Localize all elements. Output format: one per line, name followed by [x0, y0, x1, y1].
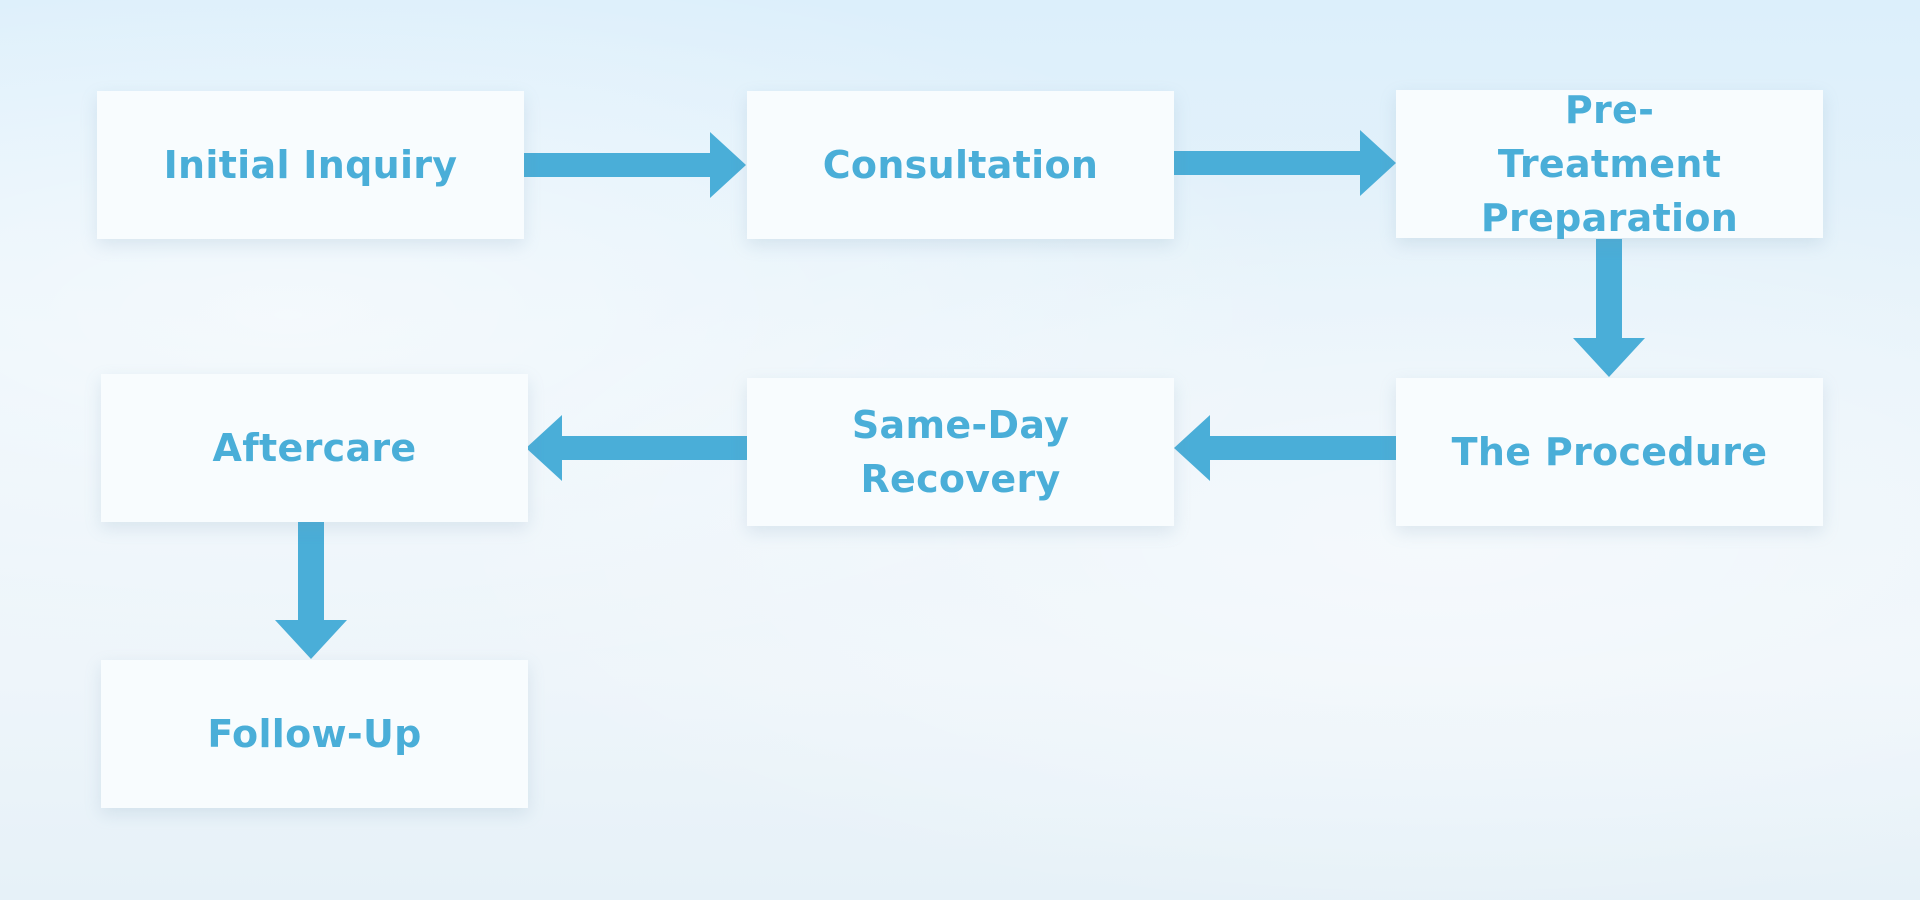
step-pre-treatment-preparation: Pre-Treatment Preparation [1396, 88, 1823, 240]
step-label: Aftercare [212, 426, 417, 470]
step-same-day-recovery: Same-Day Recovery [747, 378, 1174, 526]
arrow-pretreatment-to-procedure [1573, 239, 1645, 377]
arrow-procedure-to-recovery [1174, 415, 1396, 481]
step-consultation: Consultation [747, 91, 1174, 239]
arrow-aftercare-to-followup [275, 522, 347, 659]
step-label: Same-Day Recovery [851, 403, 1070, 501]
step-label: Follow-Up [207, 712, 422, 756]
arrow-recovery-to-aftercare [526, 415, 748, 481]
step-the-procedure: The Procedure [1396, 378, 1823, 526]
step-initial-inquiry: Initial Inquiry [97, 91, 524, 239]
step-label: Consultation [822, 143, 1099, 187]
arrow-inquiry-to-consultation [524, 132, 746, 198]
step-label: Initial Inquiry [163, 143, 458, 187]
step-label: Pre-Treatment Preparation [1480, 88, 1739, 240]
step-follow-up: Follow-Up [101, 660, 528, 808]
step-aftercare: Aftercare [101, 374, 528, 522]
arrow-consultation-to-pretreatment [1174, 130, 1396, 196]
step-label: The Procedure [1451, 430, 1768, 474]
